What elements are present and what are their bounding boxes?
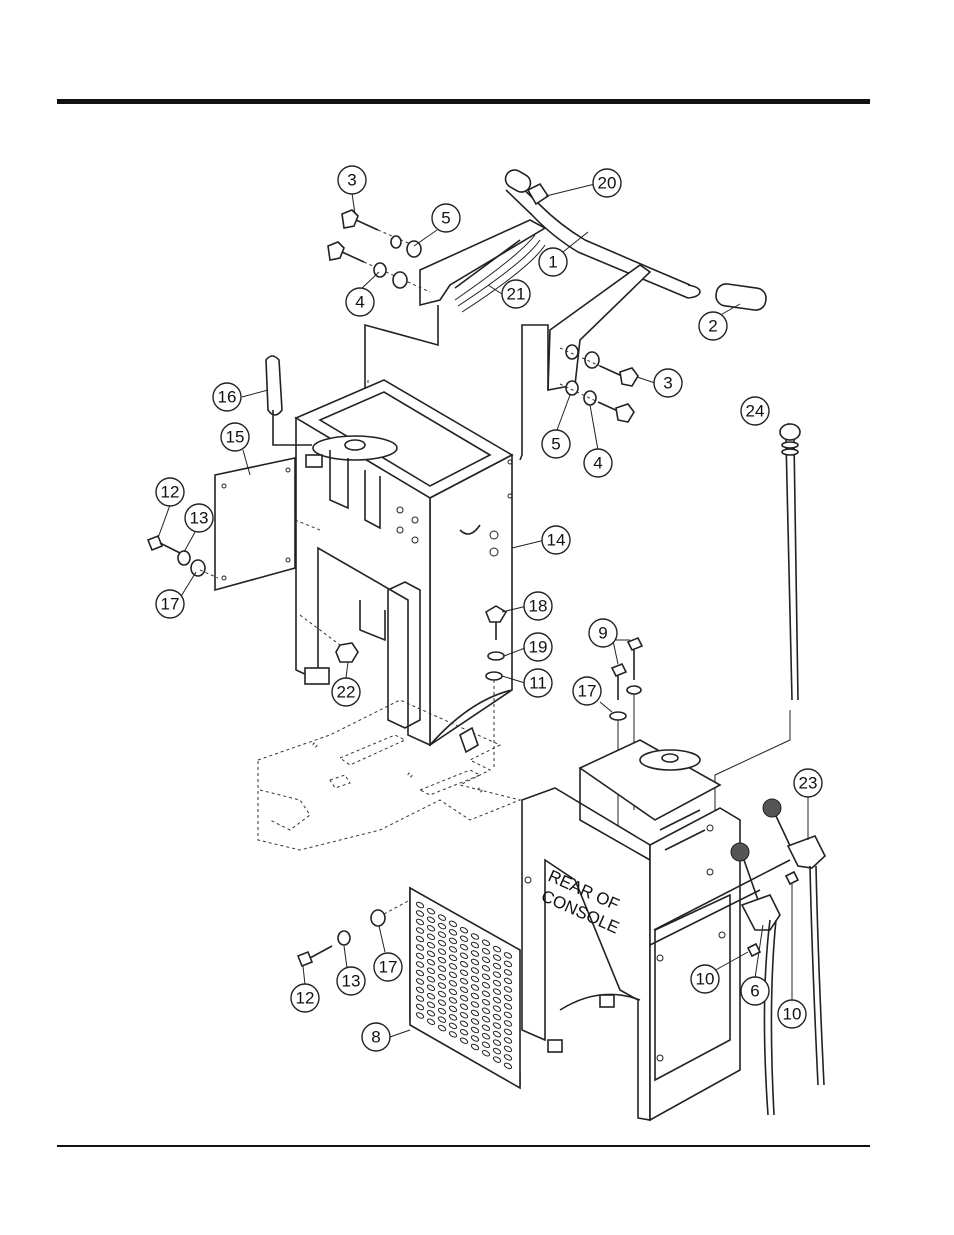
callout-11-label: 11: [529, 674, 547, 693]
callout-13-bottom-label: 13: [342, 972, 361, 991]
callout-21: 21: [502, 280, 530, 308]
callout-17-mid-label: 17: [578, 682, 597, 701]
callout-17-left-label: 17: [161, 595, 180, 614]
callout-19: 19: [524, 633, 552, 661]
callout-17-bottom: 17: [374, 953, 402, 981]
callout-15: 15: [221, 423, 249, 451]
grip-part-2: [715, 283, 768, 312]
callout-10-left-label: 10: [696, 970, 715, 989]
callout-10-right: 10: [778, 1000, 806, 1028]
lever-part-16: [266, 356, 282, 415]
callout-13-top-label: 13: [190, 509, 209, 528]
callout-3-right: 3: [654, 369, 682, 397]
console-rear: REAR OF CONSOLE: [522, 740, 740, 1120]
plate-part-15: [215, 458, 295, 590]
callout-17-mid: 17: [573, 677, 601, 705]
left-plate-fasteners: [148, 536, 218, 578]
chassis-outline: [258, 700, 520, 850]
callout-18-label: 18: [529, 597, 548, 616]
callout-6-label: 6: [750, 982, 759, 1001]
callout-15-label: 15: [226, 428, 245, 447]
callout-3-right-label: 3: [663, 374, 672, 393]
callout-11: 11: [524, 669, 552, 697]
callout-13-top: 13: [185, 504, 213, 532]
callout-20: 20: [593, 169, 621, 197]
callout-16-label: 16: [218, 388, 237, 407]
callout-5-right-label: 5: [551, 435, 560, 454]
callout-14-label: 14: [547, 531, 566, 550]
callout-24-label: 24: [746, 402, 765, 421]
callout-10-left: 10: [691, 965, 719, 993]
callout-4-top-label: 4: [355, 293, 364, 312]
callout-1-label: 1: [548, 253, 557, 272]
callout-1: 1: [539, 248, 567, 276]
callout-10-right-label: 10: [783, 1005, 802, 1024]
callout-14: 14: [542, 526, 570, 554]
callout-12-top-label: 12: [161, 483, 180, 502]
callout-8: 8: [362, 1023, 390, 1051]
right-fasteners: [560, 345, 638, 422]
callout-9: 9: [589, 619, 617, 647]
callout-4-top: 4: [346, 288, 374, 316]
console-front-part-14: [296, 380, 512, 745]
dipstick-part-24: [715, 424, 800, 820]
callout-5-top-label: 5: [441, 209, 450, 228]
callout-4-right-label: 4: [593, 454, 602, 473]
callout-23-label: 23: [799, 774, 818, 793]
callout-3-top-label: 3: [347, 171, 356, 190]
callout-17-left: 17: [156, 590, 184, 618]
callout-12-top: 12: [156, 478, 184, 506]
callout-5-top: 5: [432, 204, 460, 232]
grille-part-8: [410, 888, 520, 1088]
callout-12-bottom: 12: [291, 984, 319, 1012]
callout-17-bottom-label: 17: [379, 958, 398, 977]
callout-6: 6: [741, 977, 769, 1005]
callout-16: 16: [213, 383, 241, 411]
callout-18: 18: [524, 592, 552, 620]
callout-3-top: 3: [338, 166, 366, 194]
callout-13-bottom: 13: [337, 967, 365, 995]
callout-23: 23: [794, 769, 822, 797]
callout-5-right: 5: [542, 430, 570, 458]
callout-2: 2: [699, 312, 727, 340]
callout-4-right: 4: [584, 449, 612, 477]
callout-8-label: 8: [371, 1028, 380, 1047]
callout-19-label: 19: [529, 638, 548, 657]
callout-12-bottom-label: 12: [296, 989, 315, 1008]
callout-20-label: 20: [598, 174, 617, 193]
callout-21-label: 21: [507, 285, 526, 304]
callout-22-label: 22: [337, 683, 356, 702]
top-left-fasteners: [328, 210, 430, 292]
callout-9-label: 9: [598, 624, 607, 643]
callout-24: 24: [741, 397, 769, 425]
callout-22: 22: [332, 678, 360, 706]
callout-2-label: 2: [708, 317, 717, 336]
